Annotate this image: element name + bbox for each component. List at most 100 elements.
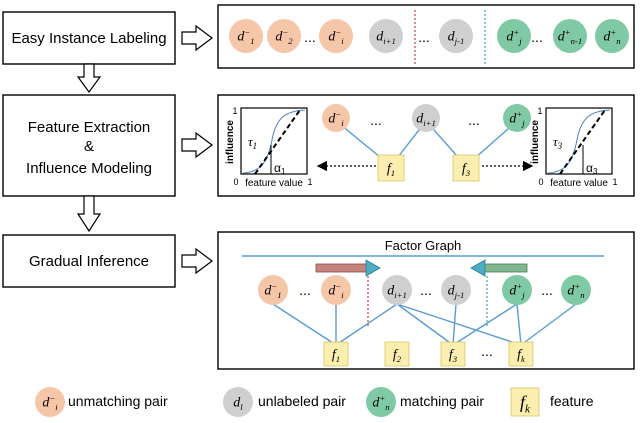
ellipsis: ...	[418, 29, 430, 45]
node-label: di+1	[376, 29, 396, 46]
node-circle	[267, 19, 301, 53]
feature-box	[440, 341, 466, 367]
propagation-arrow-left	[470, 259, 528, 277]
pair-node: dj-1	[439, 19, 473, 53]
pair-node: d−1	[258, 275, 288, 305]
right-arrow-icon	[181, 131, 213, 159]
stage-box-1	[2, 11, 176, 65]
pair-node: di+1	[412, 104, 440, 132]
feature-node: fk	[508, 341, 534, 367]
node-label: d−i	[42, 393, 58, 412]
stage-label-2c: Influence Modeling	[26, 160, 152, 177]
legend-feature-node: fk	[510, 387, 540, 417]
linear-approx	[254, 109, 301, 175]
stage-gradual-inference: Gradual Inference	[2, 234, 176, 288]
legend-unmatching-node: d−i	[35, 387, 65, 417]
node-label: f2	[393, 347, 402, 364]
legend-label-feature: feature	[550, 393, 594, 409]
y-axis-label: influence	[225, 120, 236, 164]
node-label: dj-1	[448, 283, 465, 300]
node-label: d+j	[509, 281, 525, 300]
linear-approx	[559, 109, 606, 175]
node-circle	[441, 275, 471, 305]
stage-easy-labeling: Easy Instance Labeling	[2, 11, 176, 65]
stage-label-1: Easy Instance Labeling	[11, 30, 166, 47]
feature-box	[452, 154, 480, 182]
pair-node: d+j	[502, 275, 532, 305]
ellipsis: ...	[468, 112, 480, 128]
stage-label-2b: &	[84, 138, 94, 155]
tick-label: 1	[537, 106, 542, 116]
legend-unlabeled-node: dl	[223, 387, 253, 417]
influence-plot-left: 1 0 1 feature value influence τ1 α1	[225, 106, 313, 189]
node-circle	[497, 19, 531, 53]
sigmoid-curve	[242, 109, 306, 174]
propagation-arrow-right	[315, 259, 381, 277]
down-arrows	[76, 63, 102, 233]
node-circle	[258, 275, 288, 305]
panel-feature-extraction: 1 0 1 feature value influence τ1 α1 1 0 …	[217, 94, 635, 197]
node-label: d−1	[264, 281, 281, 300]
pair-node: dj-1	[441, 275, 471, 305]
ellipsis: ...	[370, 112, 382, 128]
right-arrow-icon	[181, 24, 213, 52]
panel-box-3	[217, 231, 635, 370]
node-circle	[366, 387, 396, 417]
ellipsis: ...	[304, 29, 316, 45]
feature-node: f3	[452, 154, 480, 182]
node-circle	[439, 19, 473, 53]
down-arrow-icon	[76, 195, 102, 233]
pair-node: d+n	[561, 275, 591, 305]
feature-box	[508, 341, 534, 367]
node-circle	[382, 275, 412, 305]
pair-node: d+n	[595, 19, 629, 53]
node-circle	[502, 275, 532, 305]
node-label: f3	[449, 347, 458, 364]
alpha-label: α1	[274, 161, 286, 176]
legend-label-unlabeled: unlabeled pair	[258, 393, 346, 409]
pair-node: d+n-1	[553, 19, 587, 53]
ellipsis: ...	[531, 29, 543, 45]
stage-label-3: Gradual Inference	[29, 253, 149, 270]
node-circle	[319, 19, 353, 53]
feature-node: f3	[440, 341, 466, 367]
influence-plot-right: 1 0 1 feature value influence τ3 α3	[530, 106, 618, 189]
right-arrows	[181, 24, 213, 275]
stage-box-3	[2, 234, 176, 288]
pair-node: d−1	[229, 19, 263, 53]
tick-label: 1	[612, 177, 617, 187]
tick-label: 0	[233, 177, 238, 187]
node-label: d−i	[328, 281, 344, 300]
legend-label-unmatching: unmatching pair	[68, 393, 168, 409]
node-circle	[503, 104, 531, 132]
node-circle	[595, 19, 629, 53]
pair-node: d−2	[267, 19, 301, 53]
node-circle	[35, 387, 65, 417]
node-label: d−i	[328, 109, 344, 128]
feature-box	[510, 387, 540, 417]
feature-node: f1	[377, 154, 405, 182]
plot-frame	[240, 107, 308, 175]
pair-node: di+1	[369, 19, 403, 53]
feature-node: f1	[323, 341, 349, 367]
tick-label: 1	[307, 177, 312, 187]
pair-node: d−i	[319, 19, 353, 53]
node-circle	[322, 104, 350, 132]
node-label: d+j	[506, 27, 522, 46]
node-label: d−2	[275, 27, 293, 46]
node-label: fk	[517, 347, 525, 364]
tau-label: τ1	[248, 134, 257, 151]
node-circle	[553, 19, 587, 53]
right-arrow-icon	[181, 247, 213, 275]
node-label: f1	[387, 161, 395, 178]
stage-feature-extraction: Feature Extraction & Influence Modeling	[2, 94, 176, 197]
node-label: fk	[520, 392, 531, 416]
node-circle	[321, 275, 351, 305]
ellipsis: ...	[481, 343, 493, 359]
feature-box	[377, 154, 405, 182]
node-label: f1	[332, 347, 340, 364]
